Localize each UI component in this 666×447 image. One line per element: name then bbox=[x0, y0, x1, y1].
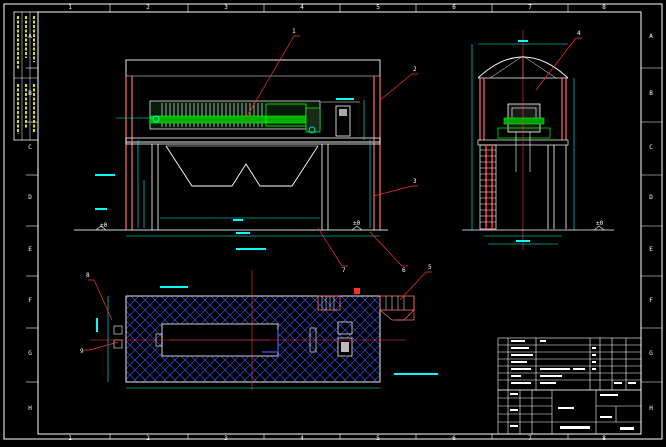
row-label: B bbox=[649, 90, 653, 97]
plan-stair-right bbox=[379, 295, 415, 311]
col-label: 2 bbox=[146, 4, 150, 11]
col-label: 5 bbox=[376, 4, 380, 11]
row-label: G bbox=[28, 350, 32, 357]
col-label: 6 bbox=[452, 4, 456, 11]
plan-stair-left bbox=[317, 295, 341, 311]
parts-list-entries bbox=[511, 340, 636, 384]
row-ticks bbox=[26, 67, 662, 383]
drawing-border bbox=[37, 11, 642, 435]
side-elevation: ±0 bbox=[462, 30, 614, 250]
title-block bbox=[497, 389, 642, 435]
row-labels-right: A B C D E F G H bbox=[649, 33, 653, 412]
plan-note bbox=[160, 286, 188, 288]
col-label: 3 bbox=[224, 435, 228, 442]
col-label: 4 bbox=[300, 4, 304, 11]
control-cabinet bbox=[335, 105, 351, 137]
col-label: 8 bbox=[602, 4, 606, 11]
elevation-mark: ±0 bbox=[353, 220, 361, 227]
revision-strip bbox=[13, 11, 39, 141]
col-label: 1 bbox=[68, 435, 72, 442]
side-dimensions bbox=[471, 43, 575, 245]
callout-number: 3 bbox=[413, 178, 417, 185]
callout-number: 4 bbox=[577, 30, 581, 37]
column-labels-top: 1 2 3 4 5 6 7 8 bbox=[68, 4, 606, 11]
row-label: C bbox=[649, 144, 653, 151]
col-label: 6 bbox=[452, 435, 456, 442]
column-ticks bbox=[109, 4, 569, 439]
col-label: 8 bbox=[602, 435, 606, 442]
stair-tower bbox=[479, 144, 497, 230]
callout-numbers: 1 2 3 7 6 4 5 8 9 bbox=[80, 28, 581, 355]
callout-number: 5 bbox=[428, 264, 432, 271]
sheet-border bbox=[3, 3, 663, 440]
callout-number: 1 bbox=[292, 28, 296, 35]
row-label: E bbox=[649, 246, 653, 253]
support-columns bbox=[151, 144, 329, 230]
front-note bbox=[236, 248, 266, 250]
front-dim-values bbox=[95, 98, 354, 234]
parts-list bbox=[497, 337, 642, 391]
side-walls bbox=[479, 78, 567, 140]
plan-view bbox=[90, 270, 438, 390]
row-label: D bbox=[28, 194, 32, 201]
title-block-entries bbox=[510, 393, 634, 430]
callout-leaders bbox=[84, 35, 582, 351]
row-label: H bbox=[28, 405, 32, 412]
column-labels-bottom: 1 2 3 4 5 6 7 8 bbox=[68, 435, 606, 442]
elevation-mark: ±0 bbox=[596, 220, 604, 227]
col-label: 4 bbox=[300, 435, 304, 442]
callout-number: 2 bbox=[413, 66, 417, 73]
col-label: 7 bbox=[528, 4, 532, 11]
row-label: D bbox=[649, 194, 653, 201]
elevation-mark: ±0 bbox=[100, 222, 108, 229]
discharge-hopper bbox=[165, 145, 319, 187]
col-label: 1 bbox=[68, 4, 72, 11]
col-label: 7 bbox=[528, 435, 532, 442]
row-label: G bbox=[649, 350, 653, 357]
row-label: E bbox=[28, 246, 32, 253]
operating-floor bbox=[125, 137, 381, 145]
callout-number: 6 bbox=[402, 267, 406, 274]
col-label: 5 bbox=[376, 435, 380, 442]
row-label: H bbox=[649, 405, 653, 412]
front-elevation: ±0 ±0 bbox=[74, 59, 388, 237]
col-label: 3 bbox=[224, 4, 228, 11]
row-label: F bbox=[28, 297, 32, 304]
callout-number: 9 bbox=[80, 348, 84, 355]
row-label: F bbox=[649, 297, 653, 304]
callout-number: 8 bbox=[86, 272, 90, 279]
building-walls bbox=[125, 76, 381, 230]
filter-press bbox=[149, 100, 321, 134]
col-label: 2 bbox=[146, 435, 150, 442]
callout-number: 7 bbox=[342, 267, 346, 274]
row-label: C bbox=[28, 144, 32, 151]
row-label: A bbox=[649, 33, 653, 40]
